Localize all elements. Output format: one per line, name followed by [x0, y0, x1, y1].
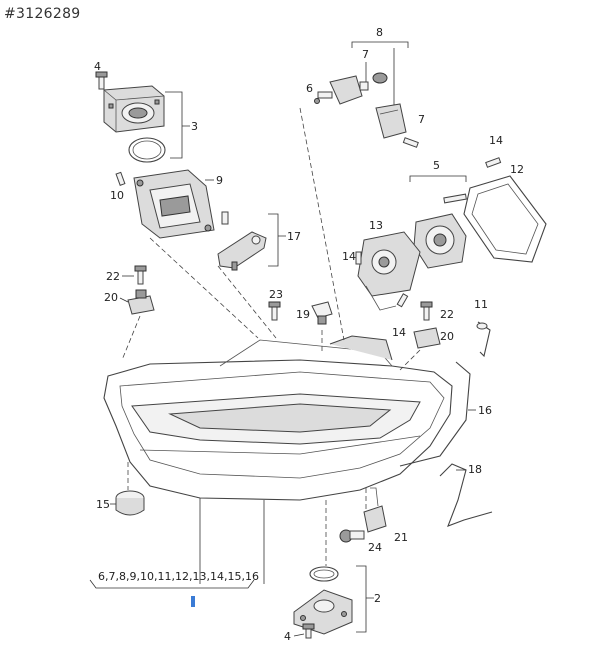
adjuster-part-20-left	[127, 289, 155, 315]
callout-7-top: 7	[362, 48, 369, 61]
seal-ring-part-2	[309, 566, 339, 582]
callout-9: 9	[216, 174, 223, 187]
callout-20-left: 20	[104, 291, 118, 304]
callout-15: 15	[96, 498, 110, 511]
callout-6: 6	[306, 82, 313, 95]
callout-14-right: 14	[489, 134, 503, 147]
gasket-frame-part-12	[463, 175, 547, 263]
adjuster-part-20-right	[413, 327, 441, 349]
bracket-5	[409, 175, 467, 182]
callout-17: 17	[287, 230, 301, 243]
assembly-note: 6,7,8,9,10,11,12,13,14,15,16	[98, 570, 259, 583]
callout-14-mid: 14	[342, 250, 356, 263]
headlamp-housing	[103, 335, 453, 501]
bracket-part-13	[357, 231, 421, 311]
callout-12: 12	[510, 163, 524, 176]
motor-part-5	[413, 193, 467, 269]
control-unit-part-3	[103, 85, 165, 133]
callout-22-left: 22	[106, 270, 120, 283]
cable-part-18	[439, 463, 493, 527]
bracket-clip-part-8	[375, 103, 407, 139]
callout-11: 11	[474, 298, 488, 311]
assembly-bracket	[89, 579, 255, 589]
screw-part-14-low	[396, 293, 409, 308]
callout-10: 10	[110, 189, 124, 202]
callout-16: 16	[478, 404, 492, 417]
screw-part-22-right	[420, 301, 433, 321]
callout-7-lower: 7	[418, 113, 425, 126]
callout-18: 18	[468, 463, 482, 476]
control-unit-part-2	[293, 589, 353, 635]
mounting-frame-part-9	[133, 169, 215, 239]
screw-part-4-top	[95, 71, 108, 90]
callout-5: 5	[433, 159, 440, 172]
holder-part-17	[217, 211, 267, 271]
screw-part-10	[115, 171, 126, 186]
bracket-3	[165, 91, 190, 159]
seal-ring-part-3	[128, 137, 166, 163]
document-id: #3126289	[4, 6, 81, 22]
module-part-21	[363, 487, 387, 533]
callout-3: 3	[191, 120, 198, 133]
callout-21: 21	[394, 531, 408, 544]
highlight-marker	[191, 596, 195, 607]
callout-24: 24	[368, 541, 382, 554]
screw-part-7-lower	[402, 137, 419, 148]
screw-part-4-bottom	[302, 623, 315, 639]
screw-part-22-left	[134, 265, 147, 285]
callout-4-bottom: 4	[284, 630, 291, 643]
callout-2: 2	[374, 592, 381, 605]
bracket-8	[351, 41, 409, 48]
screw-part-14-mid	[355, 251, 362, 265]
connector-part-6	[314, 75, 363, 105]
callout-23: 23	[269, 288, 283, 301]
callout-8: 8	[376, 26, 383, 39]
screw-part-23	[268, 301, 281, 321]
callout-20-right: 20	[440, 330, 454, 343]
nut-part-7-top	[359, 72, 388, 91]
callout-22-right: 22	[440, 308, 454, 321]
callout-14-low: 14	[392, 326, 406, 339]
screw-part-24	[339, 529, 365, 543]
callout-19: 19	[296, 308, 310, 321]
callout-13: 13	[369, 219, 383, 232]
screw-part-14-right	[485, 157, 502, 168]
trim-strip-part-16	[399, 361, 471, 467]
clip-part-11	[476, 321, 491, 358]
bracket-2	[356, 565, 374, 633]
cap-part-15	[115, 490, 145, 516]
cap-part-19	[311, 301, 333, 325]
callout-4-top: 4	[94, 60, 101, 73]
